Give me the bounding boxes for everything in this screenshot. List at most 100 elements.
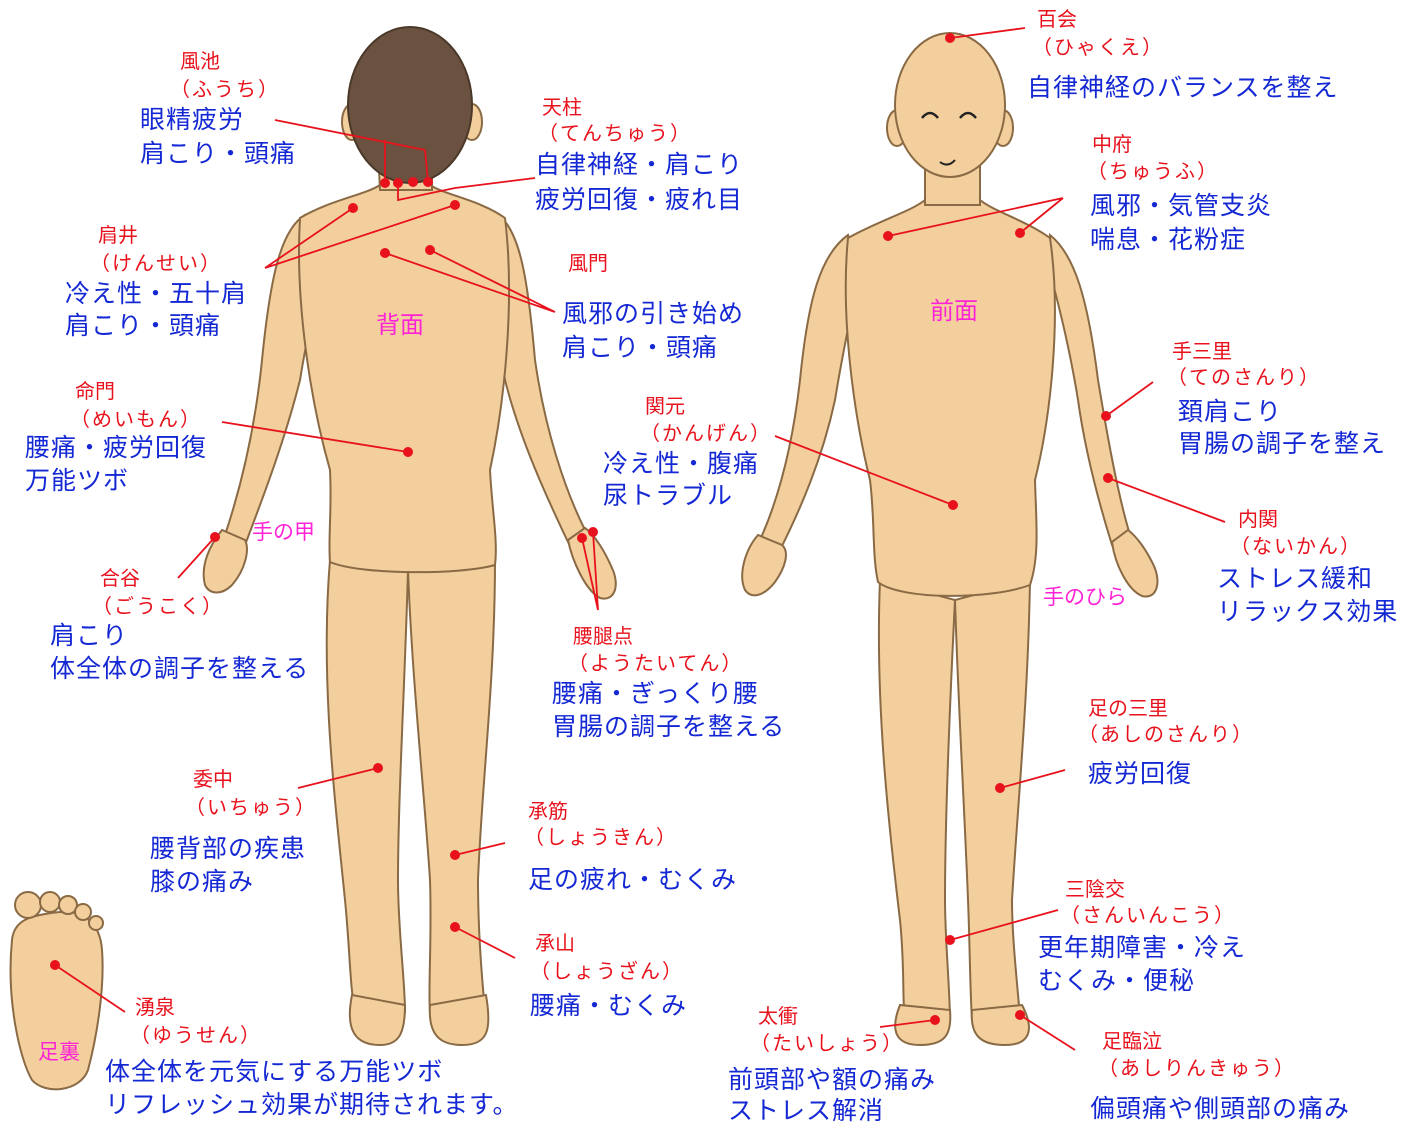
back-figure — [204, 104, 616, 1045]
marker-meimon — [403, 447, 413, 457]
back-torso — [299, 185, 509, 572]
front-torso — [846, 200, 1055, 596]
point-reading-shoukin: （しょうきん） — [524, 826, 678, 849]
point-desc-kensei-1: 冷え性・五十肩 — [65, 280, 247, 309]
marker-ashisanri — [995, 783, 1005, 793]
point-reading-ashisanri: （あしのさんり） — [1078, 723, 1254, 746]
back-left-leg — [327, 560, 408, 1012]
marker-yuusen — [50, 960, 60, 970]
back-right-hand — [568, 528, 616, 599]
point-desc-fuchi-1: 眼精疲労 — [140, 106, 244, 135]
back-of-hand-label: 手の甲 — [252, 520, 315, 544]
point-reading-sanninkou: （さんいんこう） — [1060, 904, 1236, 927]
point-reading-chuufu: （ちゅうふ） — [1087, 160, 1219, 183]
hyakue-leader — [950, 28, 1025, 38]
point-desc-shouzan-1: 腰痛・むくみ — [530, 992, 687, 1021]
point-reading-kensei: （けんせい） — [90, 252, 222, 275]
point-desc-kangen-2: 尿トラブル — [603, 482, 733, 511]
tesanri-leader — [1106, 382, 1153, 416]
point-desc-goukoku-1: 肩こり — [50, 622, 128, 651]
point-desc-tesanri-2: 胃腸の調子を整え — [1178, 430, 1386, 459]
front-right-arm — [1050, 235, 1130, 545]
point-desc-naikan-2: リラックス効果 — [1217, 598, 1398, 627]
marker-taishou — [930, 1015, 940, 1025]
back-right-foot — [430, 995, 489, 1045]
back-left-hand — [204, 530, 247, 593]
point-desc-ichu-1: 腰背部の疾患 — [150, 835, 306, 864]
marker-sanninkou — [945, 935, 955, 945]
marker-fuchi-1 — [380, 178, 390, 188]
sole-toe-2 — [40, 892, 60, 912]
marker-youtaiten-1 — [577, 533, 587, 543]
point-desc-shoukin-1: 足の疲れ・むくみ — [528, 866, 737, 895]
point-reading-youtaiten: （ようたいてん） — [568, 652, 743, 675]
marker-shouzan — [450, 922, 460, 932]
point-name-tenchu: 天柱 — [542, 96, 582, 119]
point-desc-chuufu-1: 風邪・気管支炎 — [1090, 192, 1272, 221]
marker-goukoku — [210, 532, 220, 542]
marker-fumon-2 — [425, 245, 435, 255]
sole-big-toe — [15, 892, 41, 918]
point-desc-goukoku-2: 体全体の調子を整える — [50, 655, 309, 684]
marker-naikan — [1103, 473, 1113, 483]
point-name-hyakue: 百会 — [1037, 8, 1077, 31]
marker-ichu — [373, 763, 383, 773]
palm-label: 手のひら — [1043, 585, 1127, 609]
point-reading-goukoku: （ごうこく） — [92, 595, 224, 618]
point-desc-taishou-2: ストレス解消 — [728, 1097, 884, 1126]
sole-toe-5 — [89, 916, 103, 930]
point-reading-yuusen: （ゆうせん） — [130, 1024, 262, 1047]
marker-tesanri — [1101, 411, 1111, 421]
front-left-hand — [742, 535, 786, 595]
point-name-ichu: 委中 — [193, 768, 233, 791]
sole-label: 足裏 — [38, 1040, 80, 1064]
marker-fumon-1 — [380, 248, 390, 258]
point-reading-naikan: （ないかん） — [1230, 535, 1362, 558]
front-area-label: 前面 — [930, 298, 978, 326]
front-head — [895, 33, 1005, 177]
marker-fuchi-2 — [393, 178, 403, 188]
marker-chuufu-1 — [883, 231, 893, 241]
point-desc-fumon-1: 風邪の引き始め — [562, 300, 744, 329]
point-name-fuchi: 風池 — [180, 50, 220, 73]
back-left-foot — [350, 995, 405, 1045]
point-desc-naikan-1: ストレス緩和 — [1217, 565, 1373, 594]
point-name-chuufu: 中府 — [1092, 133, 1132, 156]
point-name-shouzan: 承山 — [535, 932, 575, 955]
point-name-ashirinkyuu: 足臨泣 — [1102, 1030, 1162, 1053]
marker-shoukin — [450, 850, 460, 860]
front-right-leg — [955, 580, 1030, 1020]
point-reading-fuchi: （ふうち） — [170, 78, 280, 101]
point-desc-youtaiten-1: 腰痛・ぎっくり腰 — [552, 680, 759, 709]
point-desc-ashisanri-1: 疲労回復 — [1088, 760, 1192, 789]
point-desc-sanninkou-2: むくみ・便秘 — [1038, 967, 1195, 996]
point-name-taishou: 太衝 — [758, 1005, 798, 1028]
point-desc-ichu-2: 膝の痛み — [150, 868, 254, 897]
point-desc-youtaiten-2: 胃腸の調子を整える — [552, 713, 785, 742]
marker-tenchu-1 — [408, 177, 418, 187]
marker-ashirinkyuu — [1015, 1010, 1025, 1020]
point-reading-tenchu: （てんちゅう） — [538, 122, 692, 145]
point-desc-fumon-2: 肩こり・頭痛 — [562, 334, 718, 363]
marker-kangen — [948, 500, 958, 510]
marker-youtaiten-2 — [588, 527, 598, 537]
point-name-ashisanri: 足の三里 — [1088, 697, 1168, 720]
marker-kensei-1 — [348, 203, 358, 213]
point-desc-tenchu-1: 自律神経・肩こり — [535, 151, 743, 180]
point-name-fumon: 風門 — [568, 252, 608, 275]
point-name-kensei: 肩井 — [98, 224, 138, 247]
point-desc-hyakue-1: 自律神経のバランスを整え — [1027, 74, 1339, 103]
point-name-naikan: 内関 — [1238, 508, 1278, 531]
point-reading-tesanri: （てのさんり） — [1167, 366, 1321, 389]
marker-hyakue — [945, 33, 955, 43]
point-reading-ashirinkyuu: （あしりんきゅう） — [1098, 1057, 1296, 1080]
marker-chuufu-2 — [1015, 228, 1025, 238]
point-reading-shouzan: （しょうざん） — [530, 960, 684, 983]
point-desc-kangen-1: 冷え性・腹痛 — [603, 450, 759, 479]
back-head-hair — [348, 27, 472, 183]
point-name-kangen: 関元 — [645, 395, 685, 418]
point-name-yuusen: 湧泉 — [135, 996, 175, 1019]
front-left-arm — [760, 235, 858, 550]
point-reading-kangen: （かんげん） — [640, 422, 772, 445]
front-left-leg — [879, 580, 955, 1022]
